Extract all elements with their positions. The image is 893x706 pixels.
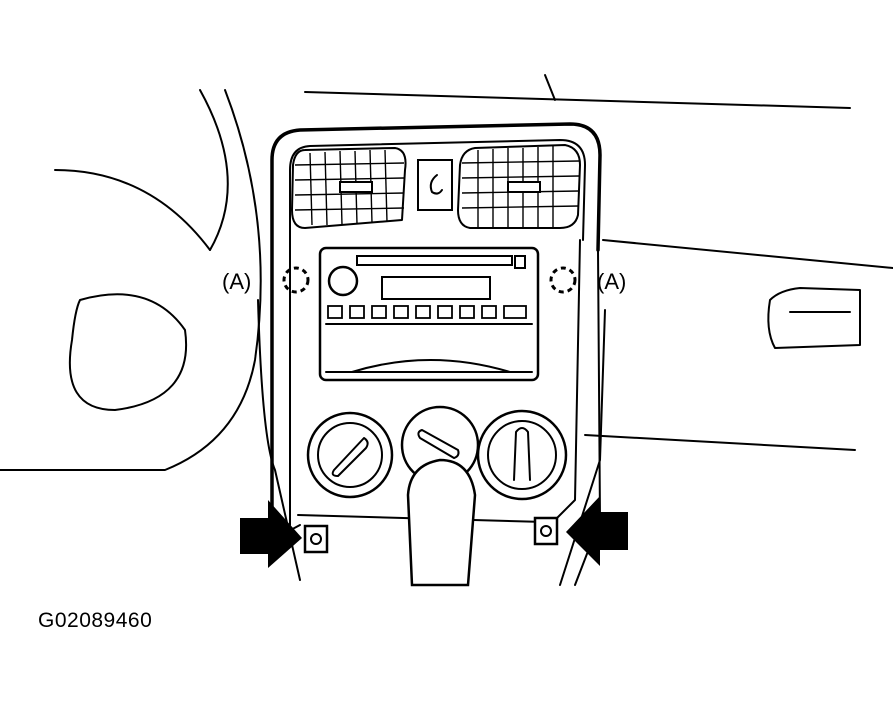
screw-right	[533, 516, 559, 546]
clip-right-icon	[549, 266, 577, 294]
climate-knob-right	[476, 409, 568, 501]
clip-left-icon	[282, 266, 310, 294]
arrow-left-pointing-icon	[566, 496, 628, 566]
steering-wheel	[0, 89, 262, 471]
callout-left-clip: (A)	[222, 269, 251, 294]
arrow-right-pointing-icon	[240, 500, 302, 568]
figure-id: G02089460	[38, 609, 153, 632]
air-vent-left	[291, 147, 407, 229]
hazard-switch	[417, 159, 453, 211]
dashboard-outline	[304, 74, 893, 451]
callout-right-clip: (A)	[597, 269, 626, 294]
audio-unit	[318, 246, 540, 382]
climate-knob-left	[306, 411, 394, 499]
shift-boot	[406, 458, 477, 587]
screw-left	[303, 524, 329, 554]
air-vent-right	[457, 144, 581, 229]
